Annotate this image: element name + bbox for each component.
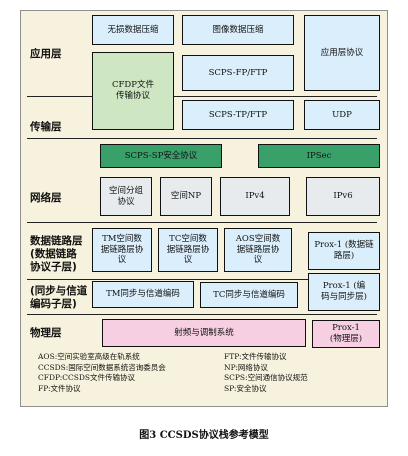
prox1-physical-box: Prox-1 (物理层) (312, 320, 380, 348)
image-compression-box: 图像数据压缩 (182, 15, 294, 45)
application-protocol-box: 应用层协议 (304, 15, 380, 91)
ipv4-box: IPv4 (220, 177, 290, 216)
tc-datalink-box: TC空间数据链路层协议 (158, 228, 218, 272)
layer-label-transport: 传输层 (30, 121, 62, 133)
udp-box: UDP (304, 100, 380, 130)
layer-label-datalink: 数据链路层 (数据链路协议子层) (30, 235, 83, 274)
legend-entry: FP:文件协议 (38, 383, 81, 393)
legend-entry: FTP:文件传输协议 (224, 352, 287, 361)
legend-entry: SCPS:空间通信协议规范 (224, 373, 308, 382)
legend-entry: AOS:空间实验室高级在轨系统 (38, 352, 140, 361)
legend-entry: CCSDS:国际空间数据系统咨询委员会 (38, 362, 166, 372)
figure-caption: 图3 CCSDS协议栈参考模型 (139, 430, 269, 441)
space-np-box: 空间NP (160, 177, 212, 216)
legend-left: AOS:空间实验室高级在轨系统 CCSDS:国际空间数据系统咨询委员会 CFDP… (38, 352, 166, 394)
tc-sync-coding-box: TC同步与信道编码 (200, 282, 298, 308)
ipv6-box: IPv6 (306, 177, 380, 216)
cfdp-box: CFDP文件传输协议 (92, 52, 174, 130)
tm-sync-coding-box: TM同步与信道编码 (92, 281, 194, 308)
separator-line (27, 138, 377, 139)
legend-entry: NP:网络协议 (224, 362, 268, 372)
prox1-sync-coding-box: Prox-1 (编码与同步层) (308, 273, 380, 311)
prox1-datalink-box: Prox-1 (数据链路层) (308, 232, 380, 270)
layer-label-application: 应用层 (30, 48, 62, 60)
scps-sp-box: SCPS-SP安全协议 (100, 144, 222, 168)
separator-line (27, 279, 377, 280)
separator-line (27, 314, 377, 315)
legend-right: FTP:文件传输协议 NP:网络协议 SCPS:空间通信协议规范 SP:安全协议 (224, 352, 308, 394)
space-packet-protocol-box: 空间分组协议 (100, 177, 152, 216)
scps-fp-box: SCPS-FP/FTP (182, 55, 294, 91)
layer-label-sync: (同步与信道编码子层) (30, 285, 88, 311)
separator-line (27, 222, 377, 223)
ipsec-box: IPSec (258, 144, 380, 168)
separator-line (27, 96, 377, 97)
tm-datalink-box: TM空间数据链路层协议 (92, 228, 152, 272)
scps-tp-box: SCPS-TP/FTP (182, 100, 294, 130)
lossless-compression-box: 无损数据压缩 (92, 15, 174, 45)
layer-label-network: 网络层 (30, 192, 62, 204)
legend-entry: SP:安全协议 (224, 383, 267, 393)
legend-entry: CFDP:CCSDS文件传输协议 (38, 373, 136, 382)
aos-datalink-box: AOS空间数据链路层协议 (224, 228, 292, 272)
layer-label-physical: 物理层 (30, 327, 62, 339)
rf-modulation-box: 射频与调制系统 (102, 319, 306, 347)
